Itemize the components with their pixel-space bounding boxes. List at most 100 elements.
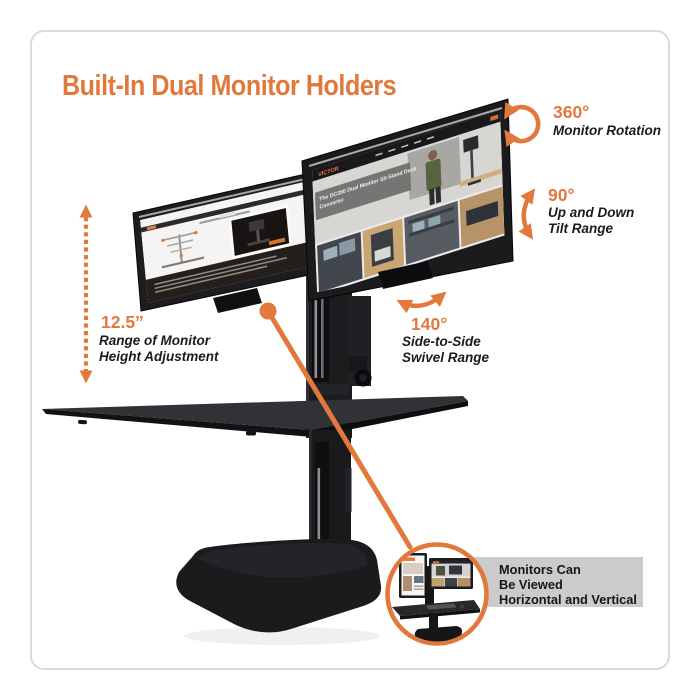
strip-photo-3-monitor bbox=[412, 220, 425, 233]
mini-hero-photo bbox=[449, 565, 462, 575]
rotation-label: Monitor Rotation bbox=[553, 123, 661, 138]
diagram-bar-3 bbox=[170, 246, 192, 253]
nav-menu-item bbox=[375, 152, 383, 157]
callout-line-1: Monitors Can bbox=[499, 561, 581, 577]
rotation-360-arrow-icon bbox=[504, 102, 541, 147]
swivel-label-line-2: Swivel Range bbox=[402, 350, 490, 365]
callout-line-2: Be Viewed bbox=[499, 576, 563, 592]
glide-rail-left bbox=[314, 262, 318, 378]
mini-portrait-photo bbox=[414, 576, 424, 583]
tilt-value: 90° bbox=[548, 185, 575, 205]
right-monitor: VICTOR The DC350 Dual Monitor Sit-Stand … bbox=[301, 98, 514, 302]
hero-person-head bbox=[428, 150, 438, 161]
callout-leader-line bbox=[265, 308, 413, 550]
diagram-bar-2 bbox=[166, 239, 194, 247]
hero-desk-shape bbox=[459, 168, 502, 187]
mini-strip-photo bbox=[431, 578, 445, 587]
mini-base bbox=[414, 626, 463, 642]
glide-rail-right bbox=[321, 262, 324, 378]
diagram-dot-1 bbox=[161, 238, 165, 243]
diagram-dot-3 bbox=[179, 254, 183, 258]
mini-portrait-photo bbox=[403, 576, 412, 591]
lower-column-channel bbox=[315, 442, 329, 550]
strip-photo-1-monitor bbox=[339, 237, 356, 256]
tilt-arrow-icon bbox=[518, 188, 536, 240]
work-surface-front-edge bbox=[42, 409, 312, 437]
hero-person-leg bbox=[429, 188, 435, 206]
column-highlight bbox=[306, 246, 309, 438]
right-bezel-highlight bbox=[308, 107, 503, 167]
nav-menu-item bbox=[401, 144, 409, 149]
lower-column-highlight bbox=[309, 430, 312, 560]
callout-leader-dot bbox=[259, 302, 277, 320]
diagram-desk-line bbox=[161, 256, 205, 269]
mini-surface-edge bbox=[400, 609, 480, 620]
strip-photo-1-monitor bbox=[323, 245, 338, 261]
swivel-value: 140° bbox=[411, 314, 448, 334]
lower-column-ridge bbox=[345, 468, 352, 512]
tilt-label-line-1: Up and Down bbox=[548, 205, 635, 220]
hero-person-torso bbox=[425, 158, 442, 191]
nav-menu-item bbox=[414, 140, 422, 144]
video-base-shape bbox=[247, 238, 270, 247]
strip-photo-3-monitor bbox=[428, 215, 441, 228]
base-shadow bbox=[184, 627, 380, 645]
clamp-block bbox=[349, 356, 367, 372]
height-range-arrow-icon bbox=[79, 204, 93, 384]
rotation-value: 360° bbox=[553, 102, 590, 122]
hero-monitor-shape bbox=[463, 135, 479, 153]
mini-text-line bbox=[414, 588, 424, 590]
page-title: Built-In Dual Monitor Holders bbox=[62, 70, 397, 102]
strip-photo-3 bbox=[404, 200, 460, 265]
video-pole-shape bbox=[256, 229, 261, 245]
surface-foot-nub bbox=[246, 431, 256, 436]
strip-photo-3-shelf bbox=[408, 206, 454, 225]
height-arrowhead-down bbox=[79, 370, 93, 384]
video-logo-chip bbox=[268, 237, 286, 246]
nav-menu-item bbox=[388, 148, 396, 153]
left-bezel-highlight bbox=[138, 176, 315, 218]
diagram-dot-2 bbox=[194, 230, 198, 235]
footer-text-line-3 bbox=[155, 265, 268, 294]
left-screen-heading-line bbox=[199, 210, 250, 225]
base-plate-top-face bbox=[198, 542, 367, 578]
inset-product bbox=[392, 553, 480, 642]
right-monitor-mount-foot bbox=[378, 261, 433, 289]
mini-strip-photo bbox=[457, 578, 471, 587]
right-monitor-screen: VICTOR The DC350 Dual Monitor Sit-Stand … bbox=[312, 110, 505, 292]
left-screen-button bbox=[219, 211, 236, 219]
swivel-arrow-icon bbox=[396, 291, 447, 314]
lower-column bbox=[303, 430, 357, 563]
mini-portrait-hero bbox=[403, 563, 423, 574]
hero-base-shape bbox=[467, 179, 481, 186]
video-thumbnail bbox=[228, 204, 293, 259]
mini-landscape-logo bbox=[433, 561, 439, 563]
nav-menu-item bbox=[426, 136, 434, 140]
height-arrowhead-up bbox=[79, 204, 93, 218]
tension-knob-center bbox=[359, 374, 367, 382]
nav-cart-chip bbox=[490, 114, 499, 122]
mini-mouse bbox=[460, 604, 464, 609]
strip-photo-4-desk bbox=[466, 201, 499, 226]
diagram-bar-1 bbox=[162, 231, 196, 242]
mini-strip-photo bbox=[445, 578, 457, 587]
hero-person-leg bbox=[435, 185, 442, 204]
left-screen-navbar bbox=[140, 186, 316, 233]
left-monitor-mount-foot bbox=[213, 288, 262, 313]
mini-landscape-navbar bbox=[431, 560, 471, 564]
mini-hero-figure bbox=[436, 566, 445, 576]
callout-box bbox=[469, 557, 643, 607]
strip-photo-3-shelf bbox=[408, 219, 455, 237]
hero-overlay bbox=[314, 162, 412, 221]
footer-text-line-2 bbox=[154, 256, 287, 290]
hero-pole-shape bbox=[470, 149, 474, 180]
height-value: 12.5” bbox=[101, 312, 144, 332]
tilt-label-line-2: Tilt Range bbox=[548, 221, 614, 236]
callout-line-3: Horizontal and Vertical bbox=[499, 591, 637, 607]
mini-lower-column bbox=[429, 613, 438, 630]
mini-text-line bbox=[414, 585, 424, 587]
strip-photo-2-keys bbox=[374, 246, 391, 262]
victor-logo-mini bbox=[403, 557, 415, 561]
